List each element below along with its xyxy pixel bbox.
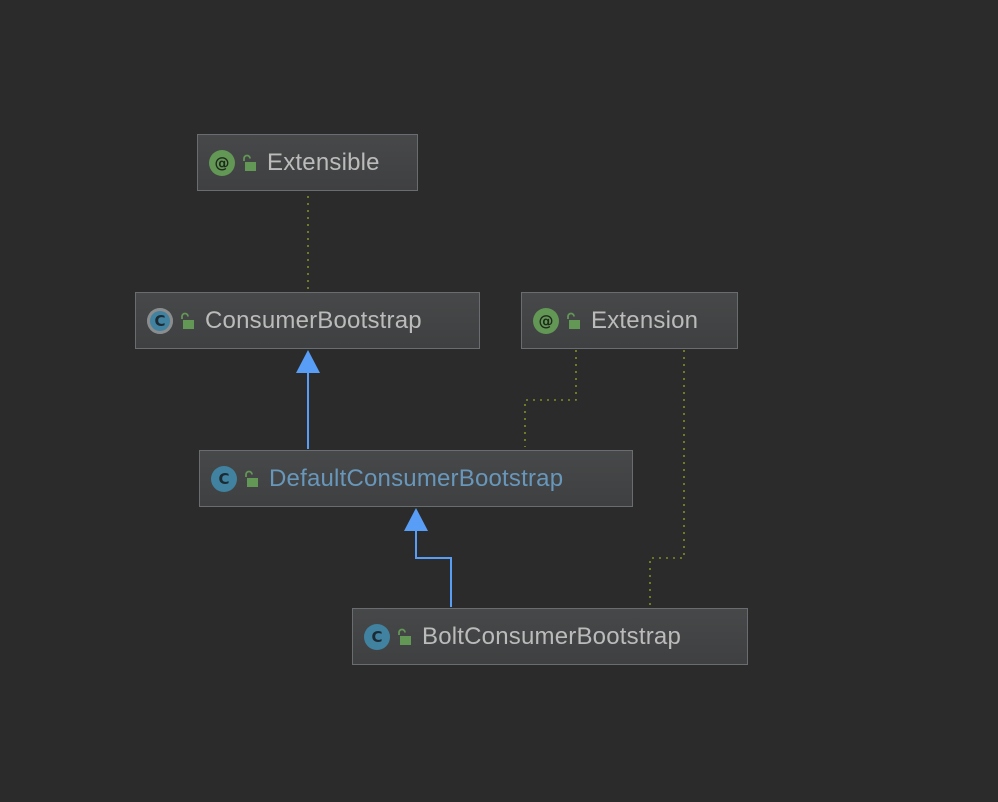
edge-bolt-consumer-bootstrap-extension (649, 350, 685, 605)
public-lock-icon (567, 312, 580, 329)
node-label: ConsumerBootstrap (205, 306, 422, 334)
node-extension[interactable]: @ Extension (521, 292, 738, 349)
abstract-class-icon: C (147, 307, 173, 334)
node-label: DefaultConsumerBootstrap (269, 464, 564, 492)
public-lock-icon (181, 312, 194, 329)
annotation-icon: @ (209, 149, 235, 176)
node-default-consumer-bootstrap[interactable]: C DefaultConsumerBootstrap (199, 450, 633, 507)
node-label: BoltConsumerBootstrap (422, 622, 681, 650)
node-extensible[interactable]: @ Extensible (197, 134, 418, 191)
extends-arrow-default-consumer-bootstrap (404, 508, 428, 531)
annotation-icon: @ (533, 307, 559, 334)
public-lock-icon (245, 470, 258, 487)
class-icon: C (211, 465, 237, 492)
edge-default-consumer-bootstrap-extension (524, 350, 577, 447)
public-lock-icon (398, 628, 411, 645)
class-icon: C (364, 623, 390, 650)
node-consumer-bootstrap[interactable]: C ConsumerBootstrap (135, 292, 480, 349)
node-label: Extension (591, 306, 699, 334)
node-bolt-consumer-bootstrap[interactable]: C BoltConsumerBootstrap (352, 608, 748, 665)
node-label: Extensible (267, 148, 380, 176)
public-lock-icon (243, 154, 256, 171)
edge-bolt-consumer-bootstrap-extends (415, 530, 452, 607)
extends-arrow-consumer-bootstrap (296, 350, 320, 373)
